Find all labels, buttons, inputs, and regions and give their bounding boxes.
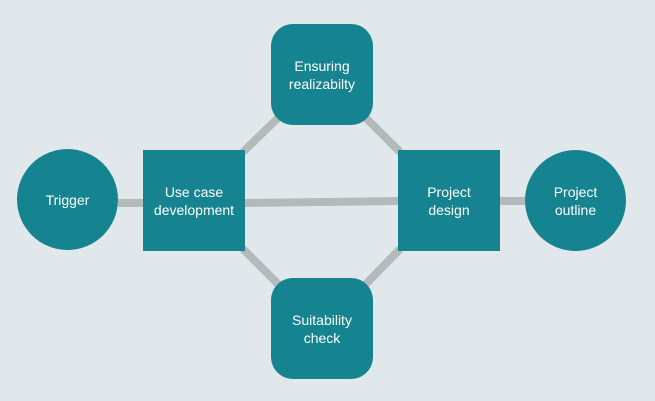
node-project-outline-label: Project outline: [553, 183, 598, 218]
connector-suitability-design: [360, 246, 403, 290]
node-ensuring-realizability-label: Ensuring realizabilty: [288, 57, 356, 92]
node-project-design-label: Project design: [427, 183, 471, 218]
node-use-case-development: Use case development: [143, 150, 245, 251]
connector-realizability-design: [360, 112, 403, 155]
node-suitability-check: Suitability check: [271, 278, 373, 379]
node-project-outline: Project outline: [525, 150, 626, 251]
node-ensuring-realizability: Ensuring realizabilty: [271, 24, 373, 125]
node-suitability-check-label: Suitability check: [292, 311, 352, 346]
node-project-design: Project design: [398, 150, 500, 251]
node-use-case-development-label: Use case development: [153, 183, 235, 218]
node-trigger: Trigger: [17, 149, 118, 250]
connector-usecase-design: [244, 197, 399, 207]
node-trigger-label: Trigger: [45, 191, 90, 208]
connector-usecase-suitability: [240, 246, 284, 290]
connector-usecase-realizability: [240, 112, 284, 155]
